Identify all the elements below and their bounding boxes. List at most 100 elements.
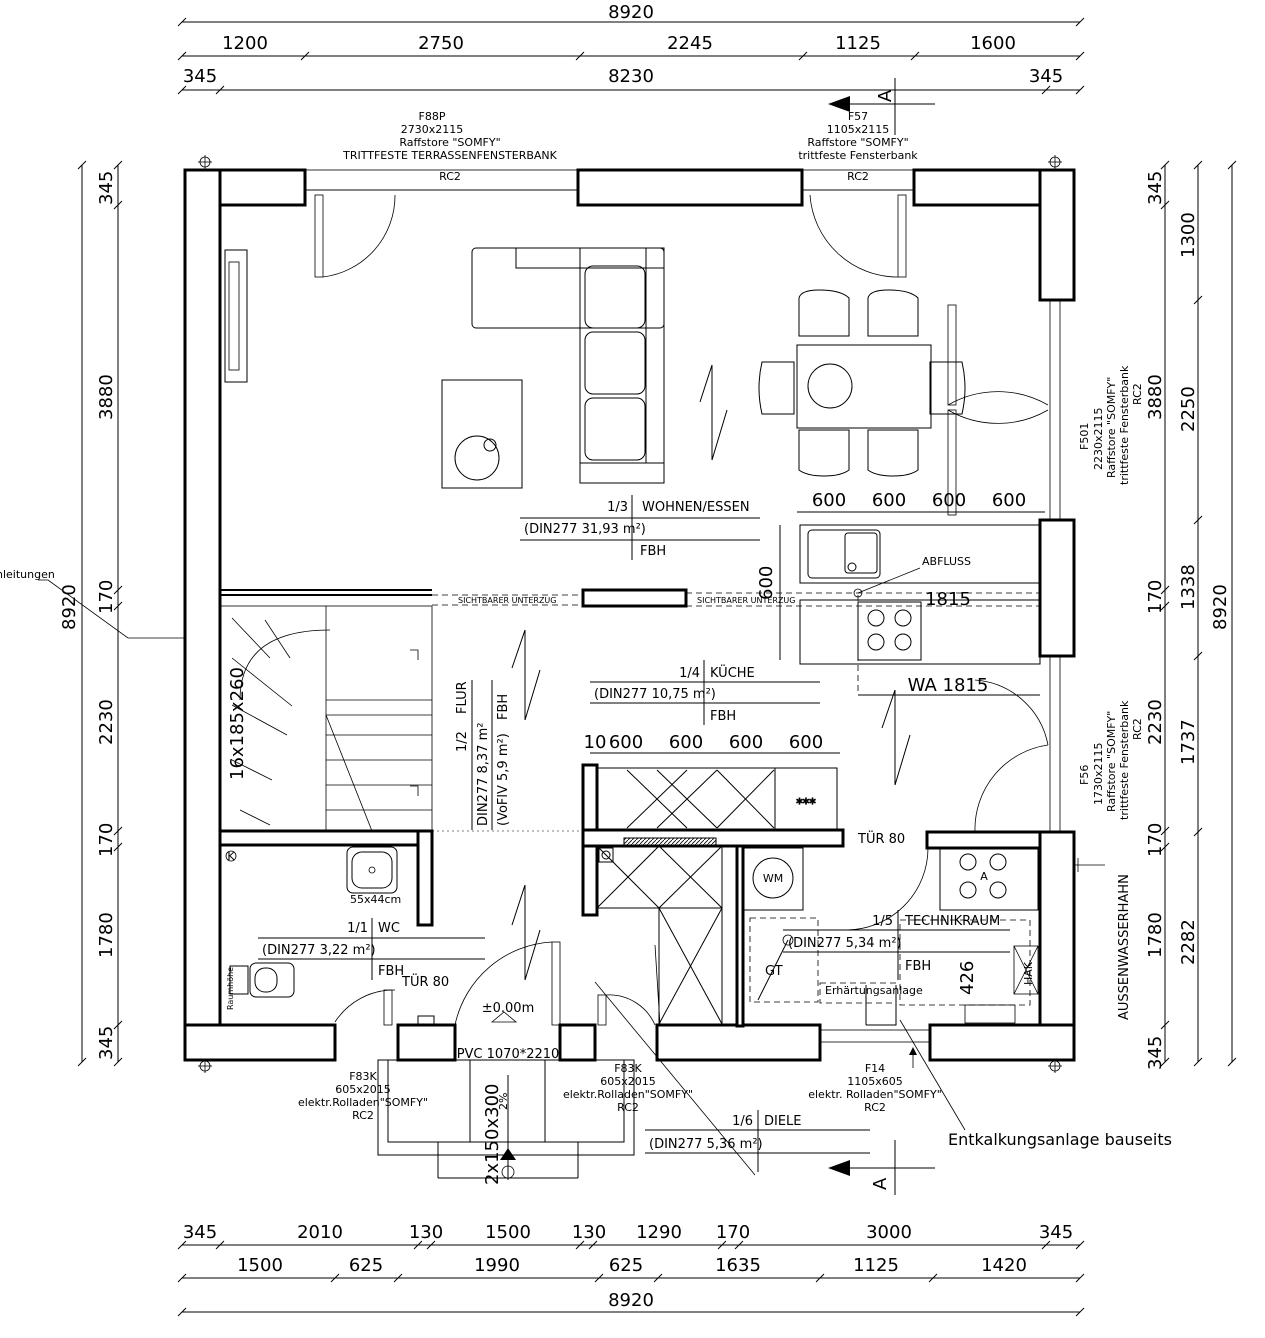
- window-f88p-label: F88P 2730x2115 Raffstore "SOMFY" TRITTFE…: [342, 110, 558, 183]
- dim-top-8230: 8230: [608, 66, 654, 87]
- svg-text:130: 130: [409, 1222, 443, 1243]
- svg-text:345: 345: [96, 171, 117, 205]
- svg-text:1/3: 1/3: [607, 500, 628, 515]
- svg-text:8920: 8920: [59, 584, 80, 630]
- svg-text:Raffstore "SOMFY": Raffstore "SOMFY": [1105, 377, 1118, 478]
- section-hatch-diele: [511, 884, 541, 981]
- svg-text:625: 625: [609, 1255, 643, 1276]
- svg-text:2230x2115: 2230x2115: [1092, 408, 1105, 471]
- dim-top-left-345: 345: [183, 66, 217, 87]
- svg-text:1/5: 1/5: [872, 914, 893, 929]
- svg-text:1780: 1780: [1145, 912, 1166, 958]
- entkalkung-leader: [899, 1019, 966, 1131]
- slope-label: 2%: [497, 1093, 510, 1110]
- section-marker-bottom: A: [828, 1140, 935, 1195]
- window-top-frames: [304, 169, 915, 191]
- svg-text:F83K: F83K: [614, 1062, 642, 1075]
- right-pillar: [1038, 518, 1076, 658]
- svg-text:2010: 2010: [297, 1222, 343, 1243]
- f501-doors: [947, 300, 1061, 520]
- svg-text:1780: 1780: [96, 912, 117, 958]
- svg-text:RC2: RC2: [864, 1101, 886, 1114]
- kitchen-island: ***: [596, 767, 838, 831]
- svg-text:600: 600: [812, 490, 846, 511]
- section-hatch-kueche: [881, 689, 911, 786]
- svg-text:TRITTFESTE TERRASSENFENSTERBAN: TRITTFESTE TERRASSENFENSTERBANK: [342, 149, 558, 162]
- svg-text:FLUR: FLUR: [455, 681, 470, 714]
- a-mark: A: [980, 870, 988, 883]
- dim-top-3: 2245: [667, 33, 713, 54]
- gt-label: GT: [765, 964, 783, 979]
- svg-text:1338: 1338: [1178, 564, 1199, 610]
- raumhoehe-label: Raumhöhe: [226, 967, 235, 1010]
- svg-text:F501: F501: [1078, 423, 1091, 450]
- svg-text:345: 345: [1145, 1036, 1166, 1070]
- svg-text:170: 170: [1145, 580, 1166, 614]
- svg-text:RC2: RC2: [847, 170, 869, 183]
- leitungen-leader: [38, 579, 185, 639]
- svg-text:2230: 2230: [96, 699, 117, 745]
- svg-text:1737: 1737: [1178, 719, 1199, 765]
- svg-text:1/6: 1/6: [732, 1114, 753, 1129]
- svg-text:(DIN277 3,22 m²): (DIN277 3,22 m²): [262, 943, 376, 958]
- svg-text:WC: WC: [378, 921, 400, 936]
- svg-text:(VoFlV 5,9 m²): (VoFlV 5,9 m²): [496, 733, 511, 826]
- svg-text:2250: 2250: [1178, 386, 1199, 432]
- svg-text:(DIN277 5,36 m²): (DIN277 5,36 m²): [649, 1137, 763, 1152]
- svg-text:RC2: RC2: [352, 1109, 374, 1122]
- washing-machine: [742, 847, 804, 911]
- f57-door-swing: [809, 194, 907, 278]
- svg-text:F56: F56: [1078, 765, 1091, 785]
- sichtbarer-right: SICHTBARER UNTERZUG: [697, 596, 795, 605]
- corner-markers: [198, 155, 1062, 1073]
- room-diele-label: 1/6 DIELE (DIN277 5,36 m²): [645, 1110, 870, 1172]
- svg-text:10: 10: [584, 732, 607, 753]
- wc-door-swing: [334, 989, 396, 1023]
- svg-text:elektr. Rolladen"SOMFY": elektr. Rolladen"SOMFY": [808, 1088, 942, 1101]
- svg-text:600: 600: [932, 490, 966, 511]
- svg-text:3000: 3000: [866, 1222, 912, 1243]
- svg-text:1/4: 1/4: [679, 666, 700, 681]
- erhaertung-label: Erhärtungsanlage: [825, 984, 923, 997]
- svg-text:8920: 8920: [1210, 584, 1231, 630]
- svg-text:RC2: RC2: [439, 170, 461, 183]
- window-f83k-left-label: F83K 605x2015 elektr.Rolladen"SOMFY" RC2: [298, 1070, 428, 1122]
- technik-door-swing: [844, 847, 929, 931]
- wa-width: WA 1815: [908, 675, 989, 696]
- window-f14-label: F14 1105x605 elektr. Rolladen"SOMFY" RC2: [808, 1062, 942, 1114]
- svg-text:F83K: F83K: [349, 1070, 377, 1083]
- kitchen-counter-upper: [799, 524, 1041, 665]
- svg-text:TECHNIKRAUM: TECHNIKRAUM: [904, 914, 1000, 929]
- heating-unit: [939, 847, 1039, 911]
- svg-text:1290: 1290: [636, 1222, 682, 1243]
- svg-text:DIELE: DIELE: [764, 1114, 802, 1129]
- svg-text:170: 170: [716, 1222, 750, 1243]
- svg-text:trittfeste Fensterbank: trittfeste Fensterbank: [1118, 700, 1131, 820]
- svg-text:170: 170: [1145, 823, 1166, 857]
- svg-text:170: 170: [96, 580, 117, 614]
- abfluss-label: ABFLUSS: [922, 555, 971, 568]
- k-mark: K: [227, 850, 235, 863]
- entkalkung-label: Entkalkungsanlage bauseits: [948, 1130, 1172, 1149]
- svg-text:elektr.Rolladen"SOMFY": elektr.Rolladen"SOMFY": [563, 1088, 693, 1101]
- room-technik-label: 1/5 TECHNIKRAUM (DIN277 5,34 m²) FBH: [783, 910, 1010, 980]
- right-dimensions: 345 1300 3880 2250 170 1338 8920 2230 17…: [1145, 160, 1237, 1070]
- svg-text:130: 130: [572, 1222, 606, 1243]
- sofa: [471, 247, 665, 484]
- dim-top-4: 1125: [835, 33, 881, 54]
- svg-text:1/2: 1/2: [455, 731, 470, 752]
- technik-top-wall-right: [925, 830, 1042, 850]
- svg-text:F88P: F88P: [419, 110, 446, 123]
- dim-top-right-345: 345: [1029, 66, 1063, 87]
- svg-text:F14: F14: [865, 1062, 885, 1075]
- window-f57-label: F57 1105x2115 Raffstore "SOMFY" trittfes…: [798, 110, 918, 183]
- svg-text:FBH: FBH: [905, 959, 931, 974]
- window-f56-label: F56 1730x2115 Raffstore "SOMFY" trittfes…: [1078, 700, 1144, 820]
- svg-text:2282: 2282: [1178, 919, 1199, 965]
- section-marker-top: A: [828, 78, 935, 135]
- svg-text:1105x2115: 1105x2115: [827, 123, 890, 136]
- svg-text:FBH: FBH: [378, 964, 404, 979]
- svg-text:605x2015: 605x2015: [600, 1075, 656, 1088]
- dim-top-2: 2750: [418, 33, 464, 54]
- svg-text:1125: 1125: [853, 1255, 899, 1276]
